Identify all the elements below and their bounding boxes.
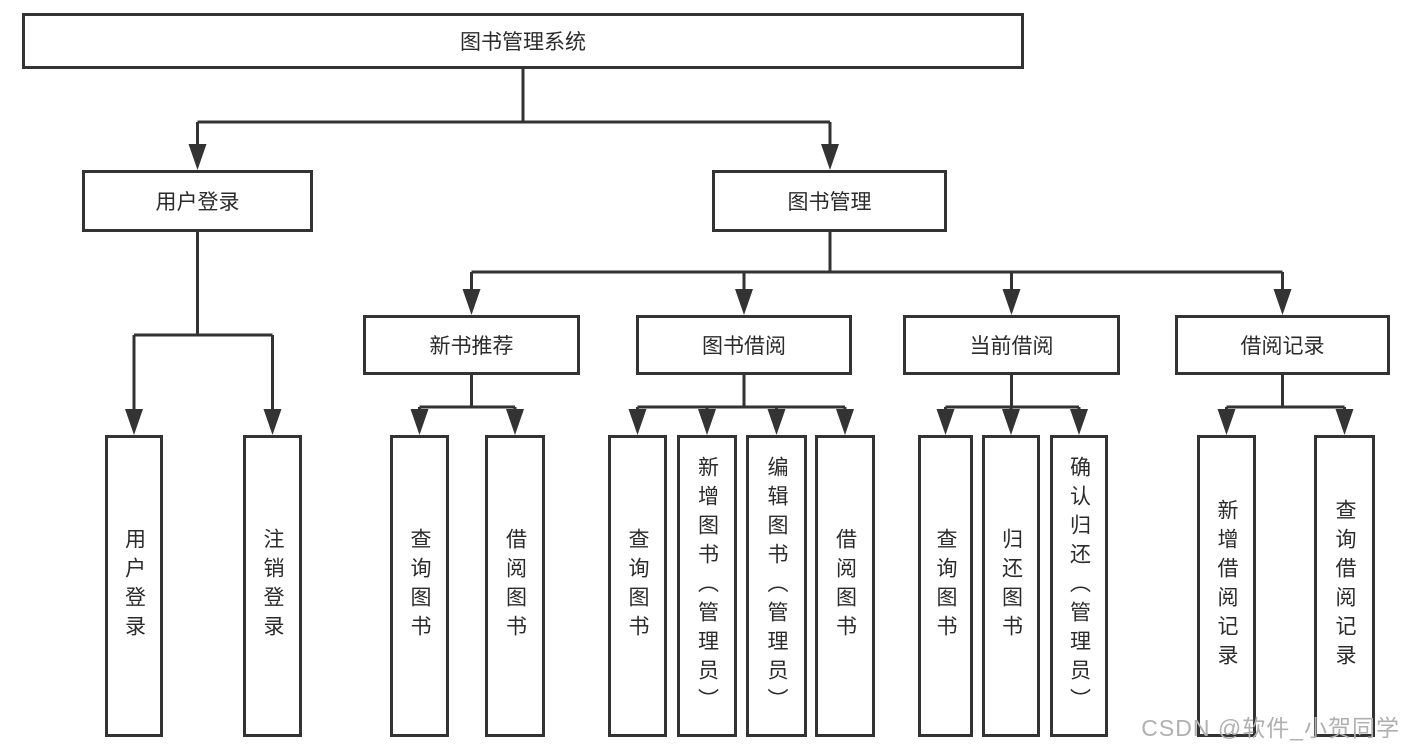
node-label: 新增图书（管理员） bbox=[695, 455, 719, 717]
node-leaf-return-books: 归还图书 bbox=[982, 435, 1040, 737]
node-label: 查询图书 bbox=[408, 528, 431, 644]
node-label: 用户登录 bbox=[122, 528, 146, 644]
node-leaf-borrow-books-2: 借阅图书 bbox=[815, 435, 875, 737]
node-leaf-query-books-2: 查询图书 bbox=[608, 435, 667, 737]
node-label: 新书推荐 bbox=[429, 335, 514, 358]
node-label: 注销登录 bbox=[261, 528, 284, 644]
node-leaf-borrow-books-1: 借阅图书 bbox=[485, 435, 545, 737]
node-leaf-add-books-admin: 新增图书（管理员） bbox=[677, 435, 737, 737]
node-label: 借阅图书 bbox=[503, 528, 527, 644]
node-user-login: 用户登录 bbox=[82, 170, 313, 232]
node-label: 归还图书 bbox=[999, 528, 1023, 644]
node-label: 借阅图书 bbox=[833, 528, 857, 644]
connector-borrowing-to-leaves bbox=[636, 375, 847, 412]
connector-current-to-leaves bbox=[944, 375, 1081, 412]
node-label: 借阅记录 bbox=[1240, 335, 1325, 358]
node-label: 图书管理 bbox=[787, 191, 872, 214]
node-book-borrowing: 图书借阅 bbox=[636, 315, 852, 375]
node-leaf-logout: 注销登录 bbox=[243, 435, 302, 737]
node-label: 查询图书 bbox=[626, 528, 649, 644]
node-label: 查询图书 bbox=[934, 528, 957, 644]
node-label: 编辑图书（管理员） bbox=[765, 455, 788, 717]
connector-newbook-to-leaves bbox=[418, 375, 517, 412]
node-book-management: 图书管理 bbox=[712, 170, 947, 232]
node-leaf-query-books-1: 查询图书 bbox=[390, 435, 449, 737]
node-label: 图书管理系统 bbox=[460, 31, 586, 54]
node-new-book-recommendation: 新书推荐 bbox=[363, 315, 580, 375]
connector-userlogin-to-leaves bbox=[132, 232, 274, 411]
node-borrowing-records: 借阅记录 bbox=[1175, 315, 1390, 375]
connector-records-to-leaves bbox=[1225, 375, 1346, 412]
node-label: 新增借阅记录 bbox=[1215, 499, 1238, 673]
node-leaf-confirm-return-admin: 确认归还（管理员） bbox=[1050, 435, 1108, 737]
node-label: 当前借阅 bbox=[969, 335, 1054, 358]
node-label: 用户登录 bbox=[155, 191, 240, 214]
arrowheads bbox=[125, 144, 1354, 435]
node-leaf-user-login: 用户登录 bbox=[105, 435, 163, 737]
watermark: CSDN @软件_小贺同学 bbox=[1141, 715, 1400, 741]
node-current-borrowing: 当前借阅 bbox=[903, 315, 1120, 375]
node-leaf-query-borrow-record: 查询借阅记录 bbox=[1314, 435, 1375, 737]
connector-root-to-level2 bbox=[196, 69, 832, 146]
node-label: 查询借阅记录 bbox=[1333, 499, 1356, 673]
node-library-management-system: 图书管理系统 bbox=[22, 13, 1024, 69]
node-leaf-add-borrow-record: 新增借阅记录 bbox=[1197, 435, 1256, 737]
node-leaf-query-books-3: 查询图书 bbox=[918, 435, 973, 737]
node-leaf-edit-books-admin: 编辑图书（管理员） bbox=[746, 435, 807, 737]
node-label: 图书借阅 bbox=[702, 335, 786, 358]
connector-bookmgmt-to-level3 bbox=[470, 232, 1284, 291]
node-label: 确认归还（管理员） bbox=[1067, 455, 1091, 717]
